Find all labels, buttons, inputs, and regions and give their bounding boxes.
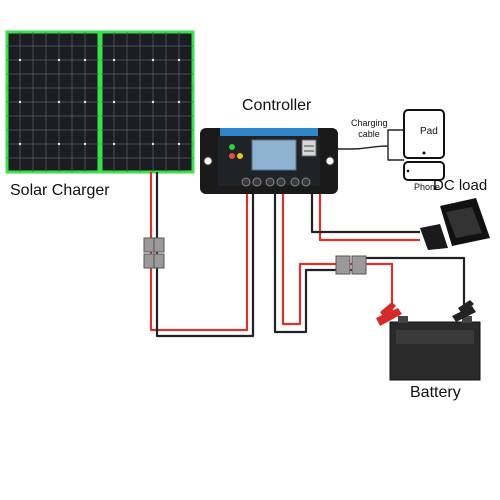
red-clamp-icon: [376, 302, 402, 326]
label-dc-load: DC load: [433, 177, 488, 194]
label-controller: Controller: [242, 97, 312, 114]
battery: [389, 316, 481, 381]
battery-wire-red: [281, 192, 394, 326]
led-indicator: [229, 153, 235, 159]
label-phone: Phone: [414, 182, 441, 192]
solar-wire-red: [149, 172, 249, 332]
phone-icon: [403, 161, 445, 181]
terminal-block: [241, 177, 311, 187]
charging-cable: [330, 129, 404, 161]
lcd-screen: [251, 139, 297, 171]
label-solar-charger: Solar Charger: [10, 182, 110, 199]
led-indicator: [237, 153, 243, 159]
label-charging-cable: Charging cable: [351, 118, 388, 139]
battery-wire-black: [273, 192, 466, 334]
dc-load-lamp-icon: [420, 198, 490, 250]
black-clamp-icon: [452, 300, 476, 322]
load-wire-red: [318, 192, 420, 242]
solar-wire-black: [155, 172, 255, 338]
usb-ports: [301, 139, 317, 157]
load-wire-black: [310, 192, 420, 234]
solar-panel: [5, 30, 195, 174]
label-pad: Pad: [420, 126, 438, 137]
battery-connector: [335, 255, 367, 275]
solar-connector: [143, 237, 165, 269]
controller-faceplate: [220, 128, 318, 136]
charge-controller: [200, 128, 338, 194]
tablet-icon: [403, 109, 445, 159]
label-battery: Battery: [410, 384, 461, 401]
led-indicator: [229, 144, 235, 150]
